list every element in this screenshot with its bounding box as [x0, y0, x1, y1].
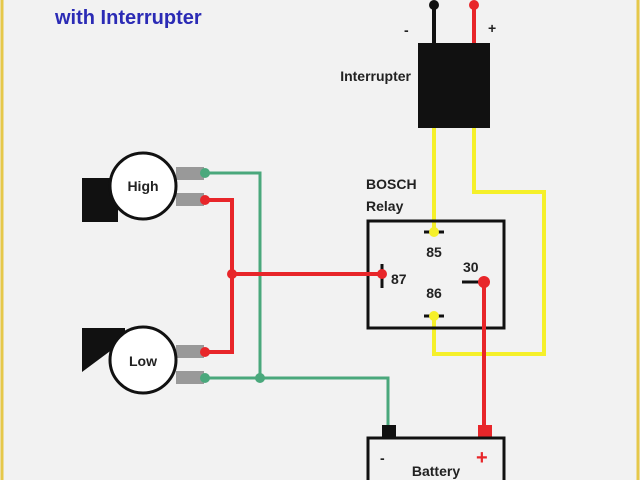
- relay: BOSCH Relay 85 87 30 86: [366, 176, 506, 330]
- pin-86: [429, 311, 439, 321]
- interrupter-label: Interrupter: [340, 68, 411, 84]
- battery-minus: -: [380, 450, 385, 466]
- battery: - + Battery: [366, 425, 506, 480]
- battery-label: Battery: [412, 463, 460, 479]
- pin-85: [429, 227, 439, 237]
- high-horn: High: [82, 151, 210, 222]
- low-horn: Low: [82, 325, 210, 395]
- green-wires: [205, 171, 390, 430]
- pin-86-label: 86: [426, 285, 442, 301]
- relay-name: Relay: [366, 198, 404, 214]
- red-junction: [227, 269, 237, 279]
- interrupter-minus: -: [404, 22, 409, 38]
- interrupter: - + Interrupter: [340, 0, 496, 128]
- diagram-title: with Interrupter: [54, 7, 202, 29]
- green-junction: [255, 373, 265, 383]
- low-horn-label: Low: [129, 353, 157, 369]
- relay-brand: BOSCH: [366, 176, 417, 192]
- pin-30-label: 30: [463, 259, 479, 275]
- battery-plus: +: [476, 447, 488, 469]
- interrupter-plus: +: [488, 20, 496, 36]
- pin-85-label: 85: [426, 244, 442, 260]
- high-horn-label: High: [127, 178, 158, 194]
- pin-87-label: 87: [391, 271, 407, 287]
- yellow-wires: [432, 128, 546, 356]
- pin-87: [377, 269, 387, 279]
- pin-30: [478, 276, 490, 288]
